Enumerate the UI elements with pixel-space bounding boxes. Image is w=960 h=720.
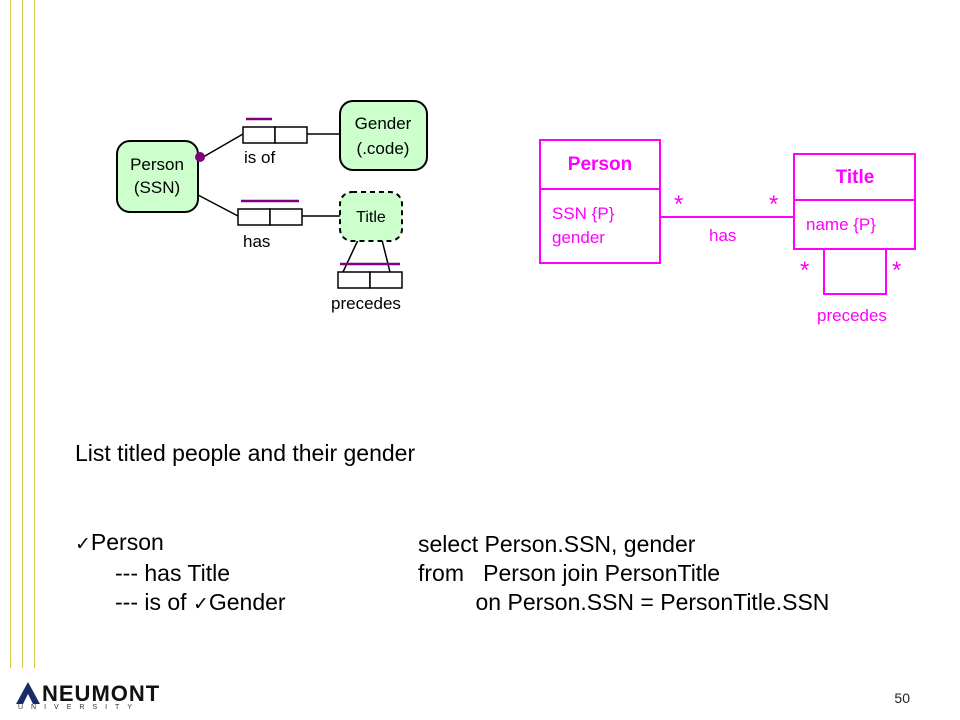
uml-person-class [539, 139, 661, 264]
orm-title-name: Title [356, 209, 386, 226]
orm-person-refmode: (SSN) [134, 178, 180, 197]
role-box-isof-2 [274, 126, 308, 144]
orm-query-line-1: ✓Person [75, 528, 286, 559]
orm-person-name: Person [130, 155, 184, 174]
margin-line-1 [10, 0, 11, 668]
logo-word: NEUMONT [42, 681, 161, 706]
uml-precedes-mult-right: * [892, 257, 901, 284]
orm-link-title-precedes-l [342, 239, 359, 273]
logo-sub: UNIVERSITY [18, 704, 141, 711]
role-box-precedes-2 [369, 271, 403, 289]
orm-query-isof: --- is of [115, 589, 193, 615]
orm-gender-name: Gender [355, 114, 412, 133]
orm-precedes-label: precedes [331, 294, 401, 313]
orm-gender-entity [339, 100, 428, 171]
sql-line-1: select Person.SSN, gender [418, 531, 696, 557]
role-box-has-2 [269, 208, 303, 226]
question-text: List titled people and their gender [75, 440, 416, 466]
orm-gender-refmode: (.code) [357, 139, 410, 158]
check-icon: ✓ [192, 593, 209, 615]
role-box-isof-1 [242, 126, 276, 144]
uml-has-mult-right: * [769, 191, 778, 218]
uml-has-mult-left: * [674, 191, 683, 218]
slide-number: 50 [894, 690, 910, 706]
uml-person-attr-1: SSN {P} [552, 204, 615, 223]
role-box-precedes-1 [337, 271, 371, 289]
orm-query-line-3: --- is of ✓Gender [75, 588, 286, 619]
orm-link-person-isof [197, 133, 244, 161]
orm-isof-label: is of [244, 148, 275, 167]
uml-precedes-association [823, 249, 887, 295]
orm-person-entity [116, 140, 199, 213]
orm-query-person: Person [90, 529, 164, 555]
uml-title-name: Title [836, 167, 875, 188]
uml-precedes-mult-left: * [800, 257, 809, 284]
orm-link-title-precedes-r [381, 239, 391, 273]
uml-person-name: Person [568, 154, 632, 175]
neumont-logo: NEUMONT UNIVERSITY [14, 680, 174, 714]
uml-has-label: has [709, 226, 736, 245]
orm-has-label: has [243, 232, 270, 251]
uml-title-attr-1: name {P} [806, 215, 876, 234]
sql-line-3: on Person.SSN = PersonTitle.SSN [418, 589, 830, 615]
orm-query-gender: Gender [208, 589, 286, 615]
sql-line-2: from Person join PersonTitle [418, 560, 721, 586]
uml-person-attr-2: gender [552, 228, 605, 247]
diagram-canvas: Person (SSN) Gender (.code) Title is of … [116, 100, 916, 325]
orm-query-line-2: --- has Title [115, 560, 231, 586]
margin-line-3 [34, 0, 35, 668]
uml-precedes-label: precedes [817, 306, 887, 325]
orm-query: ✓Person --- has Title --- is of ✓Gender [75, 528, 286, 619]
logo-mark-icon [16, 682, 40, 704]
orm-link-person-has [197, 194, 239, 217]
check-icon: ✓ [75, 533, 91, 555]
sql-query: select Person.SSN, gender from Person jo… [418, 530, 829, 617]
orm-title-entity [339, 191, 403, 242]
role-box-has-1 [237, 208, 271, 226]
margin-line-2 [22, 0, 23, 668]
uml-title-class [793, 153, 916, 250]
mandatory-dot [195, 152, 205, 162]
orm-diagram: Person (SSN) Gender (.code) Title is of … [116, 100, 428, 313]
uml-diagram: Person SSN {P} gender Title name {P} * *… [539, 139, 916, 325]
